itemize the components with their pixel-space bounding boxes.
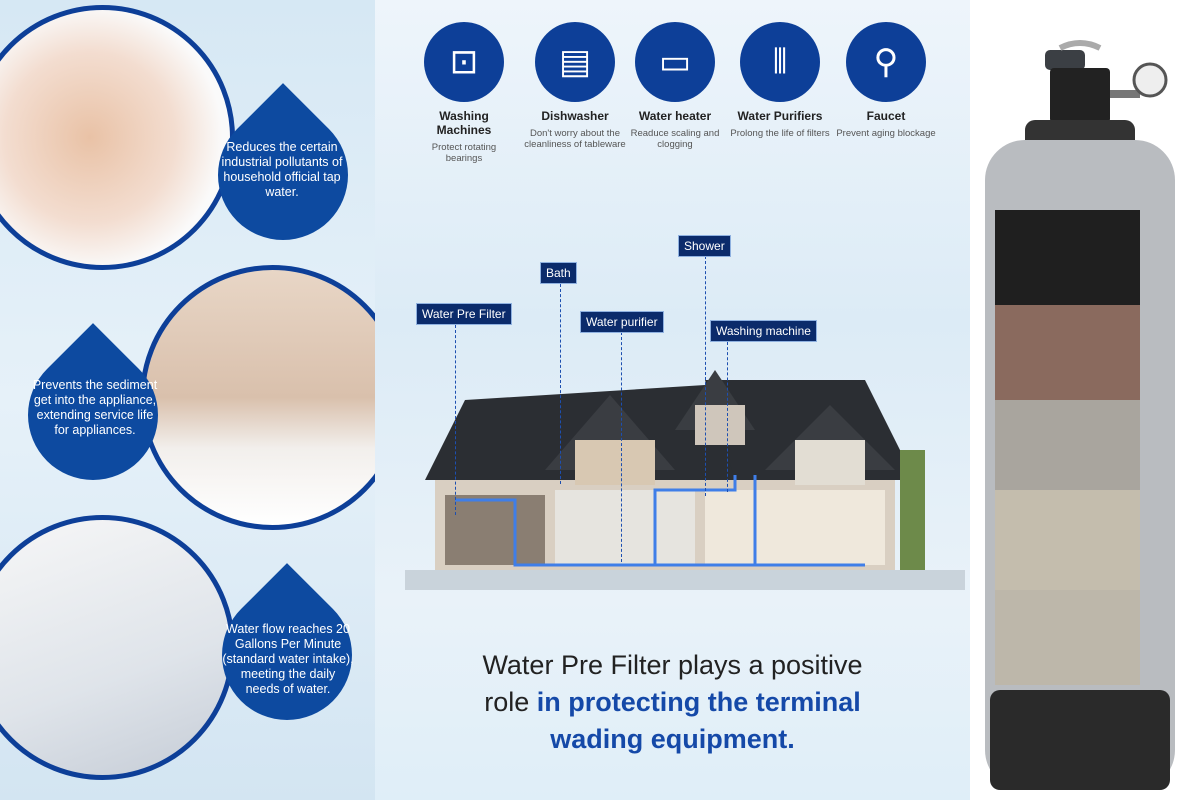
appliance-desc: Protect rotating bearings <box>431 142 497 164</box>
benefits-panel: Reduces the certain industrial pollutant… <box>0 0 405 800</box>
hand-washing-photo <box>0 5 235 270</box>
appliance-water-purifier: ⫴ Water Purifiers Prolong the life of fi… <box>730 22 830 139</box>
appliance-faucet: ⚲ Faucet Prevent aging blockage <box>836 22 936 139</box>
headline-line1: Water Pre Filter plays a positive <box>482 650 863 680</box>
appliance-desc: Prevent aging blockage <box>836 128 936 139</box>
label-washing-machine: Washing machine <box>710 320 817 342</box>
appliance-desc: Don't worry about the cleanliness of tab… <box>524 128 626 150</box>
headline-line3-bold: wading equipment. <box>550 724 795 754</box>
benefit-text: Reduces the certain industrial pollutant… <box>221 140 343 199</box>
headline-line2-plain: role <box>484 687 537 717</box>
appliance-title: Dishwasher <box>541 109 609 123</box>
appliance-dishwasher: ▤ Dishwasher Don't worry about the clean… <box>520 22 630 150</box>
bathroom-photo <box>140 265 405 530</box>
appliance-title: Water Purifiers <box>737 109 823 123</box>
appliance-water-heater: ▭ Water heater Readuce scaling and clogg… <box>625 22 725 150</box>
label-water-purifier: Water purifier <box>580 311 664 333</box>
benefit-text: Water flow reaches 20 Gallons Per Minute… <box>222 622 354 696</box>
water-purifier-icon: ⫴ <box>740 22 820 102</box>
headline: Water Pre Filter plays a positive role i… <box>375 647 970 758</box>
appliance-title: Water heater <box>638 109 712 123</box>
faucet-icon: ⚲ <box>846 22 926 102</box>
application-panel: ⊡ Washing Machines Protect rotating bear… <box>375 0 970 800</box>
benefit-text: Prevents the sediment get into the appli… <box>32 378 158 437</box>
appliance-title: Faucet <box>866 109 906 123</box>
appliance-desc: Readuce scaling and clogging <box>630 128 720 150</box>
headline-line2-bold: in protecting the terminal <box>536 687 861 717</box>
appliance-washing-machine: ⊡ Washing Machines Protect rotating bear… <box>414 22 514 164</box>
washing-machine-icon: ⊡ <box>424 22 504 102</box>
appliance-desc: Prolong the life of filters <box>730 128 830 139</box>
filter-tank-illustration <box>985 40 1175 790</box>
water-heater-icon: ▭ <box>635 22 715 102</box>
filter-tank-panel <box>970 0 1200 800</box>
house-illustration <box>405 370 965 590</box>
label-bath: Bath <box>540 262 577 284</box>
dishwasher-icon: ▤ <box>535 22 615 102</box>
label-shower: Shower <box>678 235 731 257</box>
label-water-pre-filter: Water Pre Filter <box>416 303 512 325</box>
appliance-title: Washing Machines <box>436 109 492 137</box>
water-glass-photo <box>0 515 235 780</box>
